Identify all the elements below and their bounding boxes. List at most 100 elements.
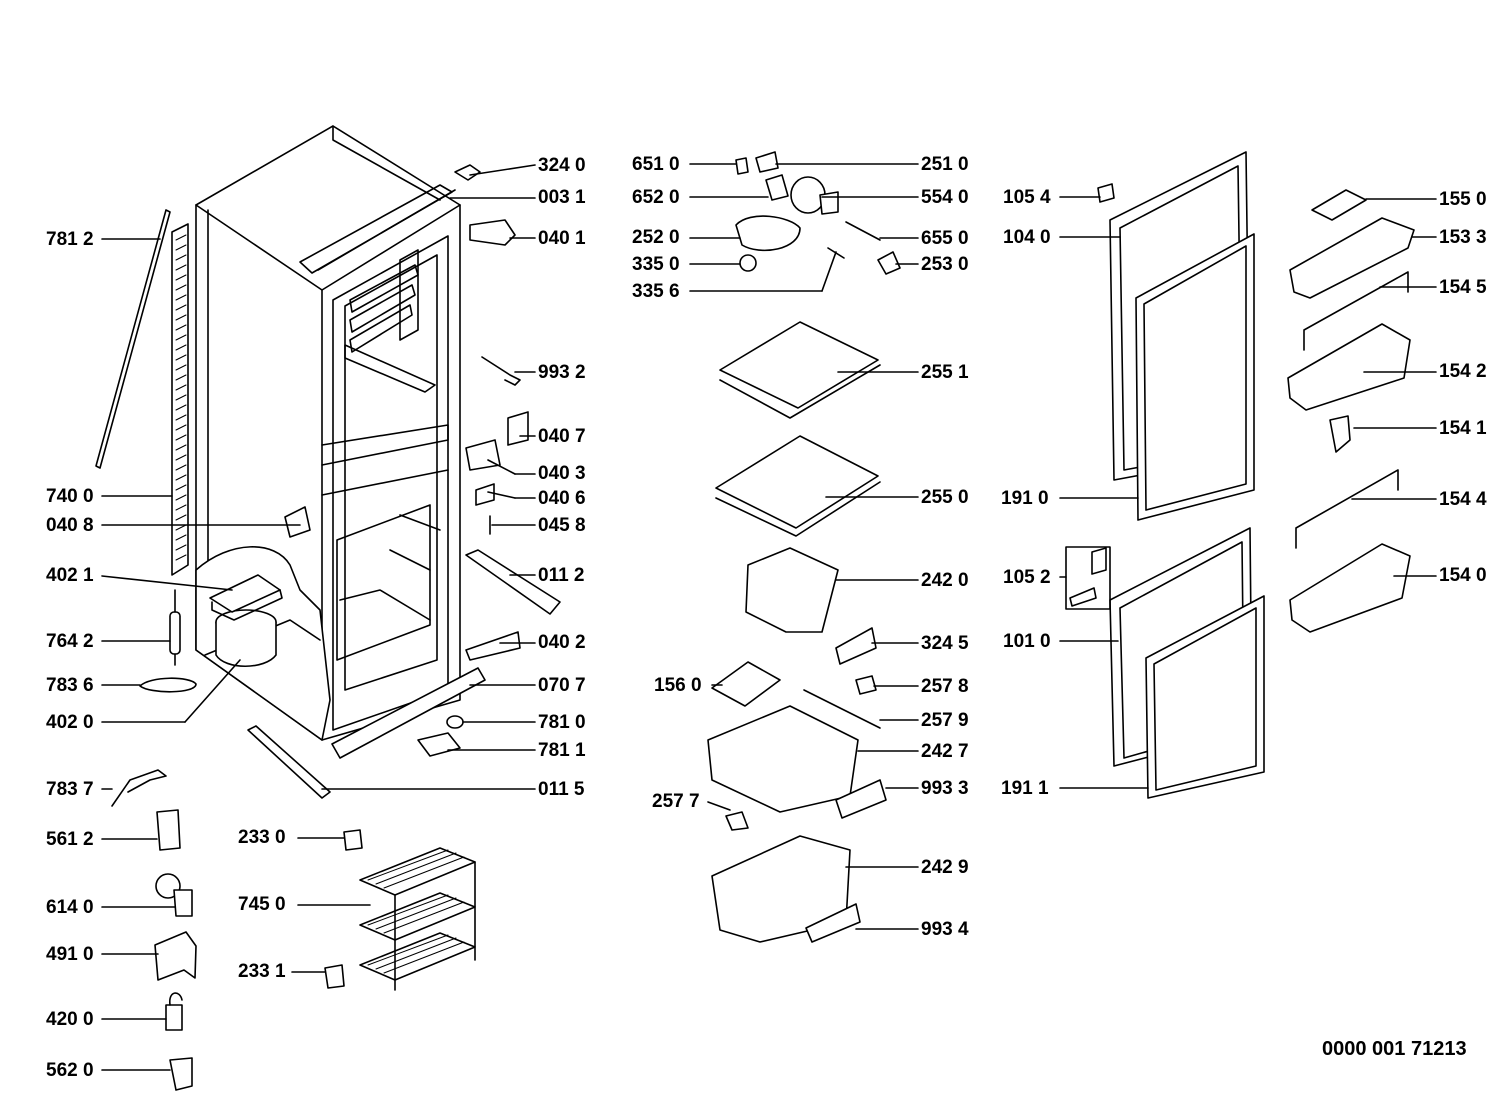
callout-155-0: 155 0 [1439,189,1487,210]
callout-011-5: 011 5 [538,779,585,800]
callout-745-0: 745 0 [238,894,286,915]
shelf-divider [1329,415,1351,453]
callout-781-1: 781 1 [538,740,586,761]
callout-003-1: 003 1 [538,187,586,208]
callout-252-0: 252 0 [632,227,680,248]
crisper-drawer [707,705,859,813]
bottle-box [745,547,839,633]
callout-233-0: 233 0 [238,827,286,848]
hinge-cover [454,164,481,181]
callout-251-0: 251 0 [921,154,969,175]
callout-781-0: 781 0 [538,712,586,733]
leader-lines [101,163,1437,1071]
callout-191-0: 191 0 [1001,488,1049,509]
bottom-hinge [465,631,521,661]
callout-614-0: 614 0 [46,897,94,918]
callout-154-4: 154 4 [1439,489,1487,510]
callout-040-7: 040 7 [538,426,586,447]
tube-clip [111,769,167,807]
callout-993-4: 993 4 [921,919,969,940]
callout-335-6: 335 6 [632,281,680,302]
lamp [735,157,749,175]
callout-154-0: 154 0 [1439,565,1487,586]
callout-324-0: 324 0 [538,155,586,176]
callout-104-0: 104 0 [1003,227,1051,248]
callout-105-4: 105 4 [1003,187,1051,208]
callout-040-2: 040 2 [538,632,586,653]
callout-257-7: 257 7 [652,791,700,812]
egg-holder [1311,189,1367,221]
callout-257-8: 257 8 [921,676,969,697]
callout-257-9: 257 9 [921,710,969,731]
callout-070-7: 070 7 [538,675,586,696]
profile-mid [835,779,887,819]
callout-154-2: 154 2 [1439,361,1487,382]
shelf-rail-upper [1303,271,1409,351]
callout-156-0: 156 0 [654,675,702,696]
callout-011-2: 011 2 [538,565,585,586]
callout-101-0: 101 0 [1003,631,1051,652]
shelf-glass-lower [715,435,879,529]
callout-040-1: 040 1 [538,228,586,249]
callout-045-8: 045 8 [538,515,586,536]
condenser [171,223,189,576]
thermostat-body [173,889,193,917]
lamp-cover [755,151,779,173]
callout-764-2: 764 2 [46,631,94,652]
callout-554-0: 554 0 [921,187,969,208]
callout-402-0: 402 0 [46,712,94,733]
filter-drier [169,589,181,666]
washer [446,715,464,729]
egg-tray [711,661,781,707]
callout-154-5: 154 5 [1439,277,1487,298]
callout-402-1: 402 1 [46,565,94,586]
door-handle-top [1097,183,1115,203]
terminal-cover [154,931,197,981]
callout-781-2: 781 2 [46,229,94,250]
hose-clip [139,677,197,693]
callout-993-2: 993 2 [538,362,586,383]
freezer-gasket [1145,595,1265,799]
glide-foot [725,811,749,831]
callout-253-0: 253 0 [921,254,969,275]
hinge-middle [507,411,529,446]
callout-105-2: 105 2 [1003,567,1051,588]
lamp-holder [765,174,789,201]
callout-191-1: 191 1 [1001,778,1049,799]
callout-255-0: 255 0 [921,487,969,508]
profile-small [835,627,877,665]
kick-plate [331,667,486,759]
callout-154-1: 154 1 [1439,418,1487,439]
door-shelf-bottom [1289,543,1411,633]
callout-655-0: 655 0 [921,228,969,249]
basket-clip-bottom [324,964,345,989]
callout-040-3: 040 3 [538,463,586,484]
profile-bottom [805,903,861,943]
control-housing [735,215,801,252]
foot-grille [417,732,461,757]
callout-783-7: 783 7 [46,779,94,800]
hinge-set-bottom [1069,587,1097,607]
callout-562-0: 562 0 [46,1060,94,1081]
callout-420-0: 420 0 [46,1009,94,1030]
seal-rod [95,209,171,469]
hinge-plate [465,439,501,471]
callout-783-6: 783 6 [46,675,94,696]
callout-335-0: 335 0 [632,254,680,275]
callout-740-0: 740 0 [46,486,94,507]
door-shelf-top [1289,217,1415,299]
clip-left [284,506,311,538]
callout-242-0: 242 0 [921,570,969,591]
rail-right [465,549,561,615]
glide-rail [803,689,881,729]
small-plate [475,483,495,506]
basket-clip-top [343,829,363,851]
callout-652-0: 652 0 [632,187,680,208]
document-number: 0000 001 71213 [1322,1038,1467,1060]
callout-242-7: 242 7 [921,741,969,762]
fan-motor [819,191,839,215]
callout-255-1: 255 1 [921,362,969,383]
callout-040-6: 040 6 [538,488,586,509]
callout-242-9: 242 9 [921,857,969,878]
shelf-glass-upper [719,321,879,409]
